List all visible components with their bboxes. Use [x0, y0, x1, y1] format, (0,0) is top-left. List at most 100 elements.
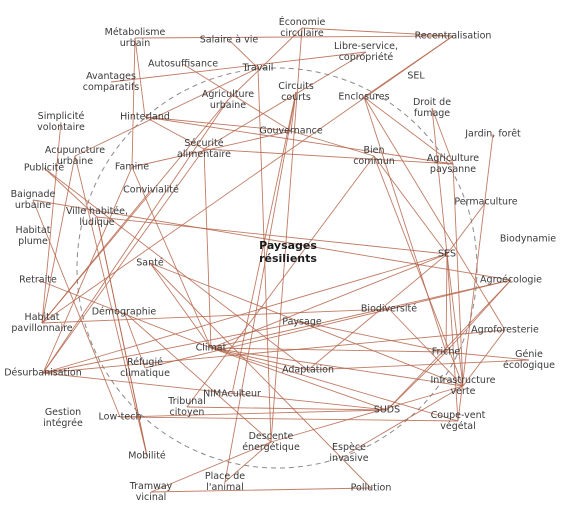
node-tribunal-citoyen: Tribunal citoyen — [168, 396, 206, 418]
edge-securite-alimentaire-desurbanisation — [42, 148, 205, 374]
edge-desurbanisation-ses — [42, 253, 448, 374]
edge-group — [32, 27, 530, 493]
edge-desurbanisation-suds — [42, 372, 388, 411]
node-biodiversite: Biodiversité — [360, 303, 418, 315]
node-salaire-a-vie: Salaire à vie — [199, 34, 259, 46]
node-famine: Famine — [114, 161, 150, 173]
edge-economie-circulaire-agriculture-urbaine — [227, 27, 303, 101]
edge-climat-infrastructure-verte — [210, 347, 464, 387]
node-biodynamie: Biodynamie — [499, 233, 557, 245]
edge-sante-climat — [149, 262, 212, 349]
node-avantages-comparatifs: Avantages comparatifs — [82, 71, 140, 93]
node-enclosures: Enclosures — [338, 91, 390, 103]
edge-simplicite-volontaire-habitat-pavillonnaire — [41, 121, 62, 324]
node-habitat-pavillonnaire: Habitat pavillonnaire — [11, 312, 73, 334]
node-adaptation: Adaptation — [282, 364, 334, 376]
node-economie-circulaire: Économie circulaire — [278, 17, 326, 39]
edge-adaptation-genie-ecologique — [307, 359, 530, 371]
node-permaculture: Permaculture — [454, 196, 518, 208]
node-coupe-vent: Coupe-vent végétal — [430, 410, 486, 432]
node-sante: Santé — [136, 257, 164, 269]
edge-gouvernance-bien-commun — [290, 130, 375, 157]
edge-low-tech-coupe-vent — [119, 416, 459, 422]
node-autosuffisance: Autosuffisance — [147, 58, 219, 70]
node-travail: Travail — [242, 62, 274, 74]
edge-travail-acupuncture-urbaine — [74, 67, 259, 157]
node-habitat-plume: Habitat plume — [15, 225, 51, 247]
edge-climat-friche — [210, 347, 447, 353]
node-ses: SES — [437, 248, 457, 260]
node-mobilite: Mobilité — [128, 450, 166, 462]
node-friche: Friche — [431, 346, 461, 358]
edge-hinterland-gouvernance — [144, 116, 292, 132]
edge-economie-circulaire-descente-energetique — [270, 27, 303, 443]
node-baignade-urbaine: Baignade urbaine — [10, 189, 56, 211]
edge-droit-de-fumage-agriculture-paysanne — [431, 107, 454, 165]
edge-recentralisation-habitat-pavillonnaire — [41, 35, 454, 324]
edge-tribunal-citoyen-suds — [186, 406, 388, 411]
node-place-animal: Place de l'animal — [204, 471, 246, 493]
edge-descente-energetique-place-animal — [224, 441, 272, 483]
edge-paysage-friche — [301, 321, 447, 353]
edge-climat-ses — [210, 253, 448, 349]
edge-agriculture-urbaine-desurbanisation — [42, 99, 229, 374]
edge-famine-desurbanisation — [42, 166, 133, 374]
edge-enclosures-friche — [363, 96, 447, 353]
edge-agroecologie-suds — [386, 279, 512, 411]
edge-circuits-courts-place-animal — [224, 91, 297, 483]
edge-ses-friche — [445, 253, 448, 353]
edge-ses-infrastructure-verte — [446, 253, 464, 387]
node-refugie-climatique: Réfugié climatique — [120, 357, 170, 379]
edge-travail-descente-energetique — [257, 67, 272, 443]
edge-tramway-vicinal-pollution — [150, 487, 372, 493]
node-circuits-courts: Circuits courts — [278, 81, 314, 103]
edge-demographie-descente-energetique — [123, 311, 272, 443]
edge-demographie-refugie-climatique — [123, 311, 146, 369]
node-acupuncture-urbaine: Acupuncture urbaine — [44, 145, 106, 167]
edge-hinterland-agriculture-paysanne — [144, 116, 454, 165]
edge-sante-pollution — [149, 262, 372, 489]
node-gouvernance: Gouvernance — [259, 125, 323, 137]
edge-jardin-foret-coupe-vent — [457, 133, 494, 422]
node-paysage: Paysage — [282, 316, 322, 328]
edge-desurbanisation-paysage — [42, 321, 303, 374]
edge-autosuffisance-gouvernance — [182, 63, 292, 132]
edge-securite-alimentaire-agriculture-paysanne — [203, 148, 454, 165]
edge-ses-coupe-vent — [446, 253, 459, 422]
node-genie-ecologique: Génie écologique — [503, 349, 555, 371]
edge-metabolisme-urbain-recentralisation — [134, 35, 454, 39]
edge-baignade-urbaine-low-tech — [32, 199, 121, 418]
edge-climat-adaptation — [210, 347, 309, 371]
edge-bien-commun-ses — [373, 155, 448, 255]
node-publicite: Publicité — [23, 162, 65, 174]
node-espece-invasive: Espèce invasive — [329, 442, 369, 464]
node-agroforesterie: Agroforesterie — [471, 324, 539, 336]
node-demographie: Démographie — [91, 306, 157, 318]
edge-agroforesterie-infrastructure-verte — [462, 329, 506, 387]
node-agriculture-paysanne: Agriculture paysanne — [426, 153, 480, 175]
node-pollution: Pollution — [350, 482, 392, 494]
edge-metabolisme-urbain-famine — [131, 37, 136, 168]
edge-metabolisme-urbain-hinterland — [134, 37, 146, 118]
node-low-tech: Low-tech — [98, 411, 142, 423]
edge-gouvernance-famine — [131, 130, 292, 168]
center-title: Paysages résilients — [259, 239, 317, 265]
node-droit-de-fumage: Droit de fumage — [412, 97, 452, 119]
edge-salaire-a-vie-travail — [228, 39, 259, 69]
node-tramway-vicinal: Tramway vicinal — [129, 481, 173, 503]
edge-avantages-comparatifs-libre-service — [110, 51, 367, 83]
edge-agriculture-paysanne-infrastructure-verte — [452, 163, 464, 387]
edge-descente-energetique-tramway-vicinal — [150, 441, 272, 493]
node-convivialite: Convivialité — [123, 184, 179, 196]
edge-mobilite-ville-habitee — [96, 216, 148, 457]
edge-friche-genie-ecologique — [445, 351, 530, 361]
edge-descente-energetique-infrastructure-verte — [270, 385, 464, 443]
edge-nimaculteur-circuits-courts — [231, 91, 297, 395]
edge-hinterland-securite-alimentaire — [144, 116, 205, 150]
edge-ville-habitee-ses — [96, 216, 448, 255]
edge-habitat-pavillonnaire-biodiversite — [41, 308, 390, 324]
edge-low-tech-suds — [119, 409, 388, 418]
edge-bien-commun-tribunal-citoyen — [186, 155, 375, 408]
